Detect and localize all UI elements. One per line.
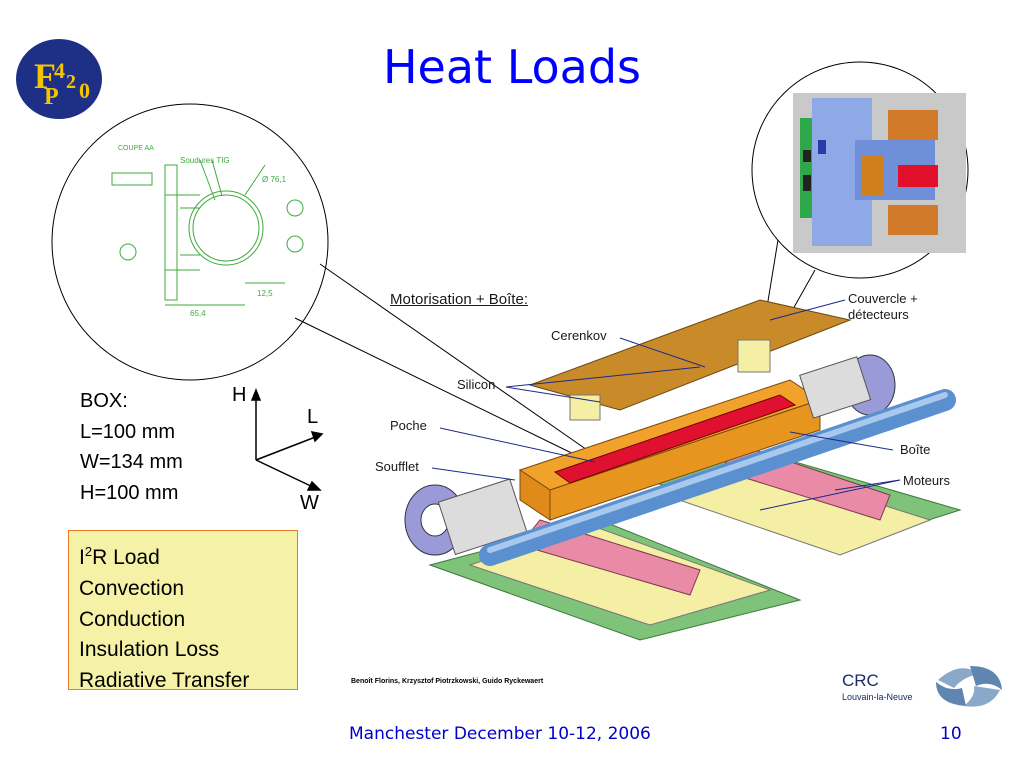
detector-render — [793, 93, 966, 253]
label-detecteurs: détecteurs — [848, 307, 909, 322]
page-number: 10 — [940, 724, 962, 744]
axis-w-label: W — [300, 492, 319, 514]
heat-item-conduction: Conduction — [79, 607, 186, 631]
box-heading: BOX: — [80, 390, 128, 412]
box-length: L=100 mm — [80, 420, 176, 443]
heat-item-radiative: Radiative Transfer — [79, 669, 250, 693]
label-soufflet: Soufflet — [375, 459, 419, 474]
logo-digit-4: 4 — [54, 58, 65, 83]
crc-logo-icon — [936, 666, 1002, 707]
label-boite: Boîte — [900, 442, 931, 457]
footer-event: Manchester December 10-12, 2006 — [349, 724, 651, 744]
logo-digit-0: 0 — [79, 78, 90, 103]
heat-item-insulation: Insulation Loss — [79, 638, 220, 662]
assembly-render — [404, 299, 962, 641]
figure-heading: Motorisation + Boîte: — [390, 291, 528, 308]
logo-letter-p: P — [44, 84, 59, 110]
crc-name: CRC — [842, 671, 879, 690]
cross-section-drawing — [111, 159, 304, 306]
drawing-soudures-label: Soudures TIG — [180, 156, 230, 165]
drawing-coupe-label: COUPE AA — [118, 145, 154, 152]
logo-letter-f: F — [34, 56, 56, 96]
label-moteurs: Moteurs — [903, 473, 950, 488]
axis-h-label: H — [232, 384, 247, 406]
drawing-dim-76: Ø 76,1 — [262, 175, 287, 184]
heat-item-convection: Convection — [79, 576, 185, 600]
fp420-logo: F P 4 2 0 — [16, 39, 102, 119]
label-silicon: Silicon — [457, 377, 496, 392]
drawing-dim-12: 12,5 — [257, 289, 273, 298]
heat-load-list: I2R Load Convection Conduction Insulatio… — [68, 530, 298, 692]
logo-digit-2: 2 — [66, 71, 76, 93]
box-width: W=134 mm — [80, 451, 183, 473]
coordinate-axes — [250, 387, 324, 491]
label-couvercle: Couvercle + — [848, 291, 918, 306]
box-height: H=100 mm — [80, 481, 179, 504]
heat-item-i2r: I2R Load — [79, 544, 160, 569]
label-poche: Poche — [390, 418, 427, 433]
drawing-dim-65: 65,4 — [190, 309, 206, 318]
crc-place: Louvain-la-Neuve — [842, 692, 913, 702]
label-cerenkov: Cerenkov — [551, 328, 607, 343]
axis-l-label: L — [307, 406, 319, 428]
slide-title: Heat Loads — [382, 40, 642, 94]
left-detail-circle — [51, 103, 329, 381]
figure-authors: Benoît Florins, Krzysztof Piotrzkowski, … — [351, 678, 544, 685]
box-dimensions: BOX: L=100 mm W=134 mm H=100 mm — [80, 386, 183, 508]
